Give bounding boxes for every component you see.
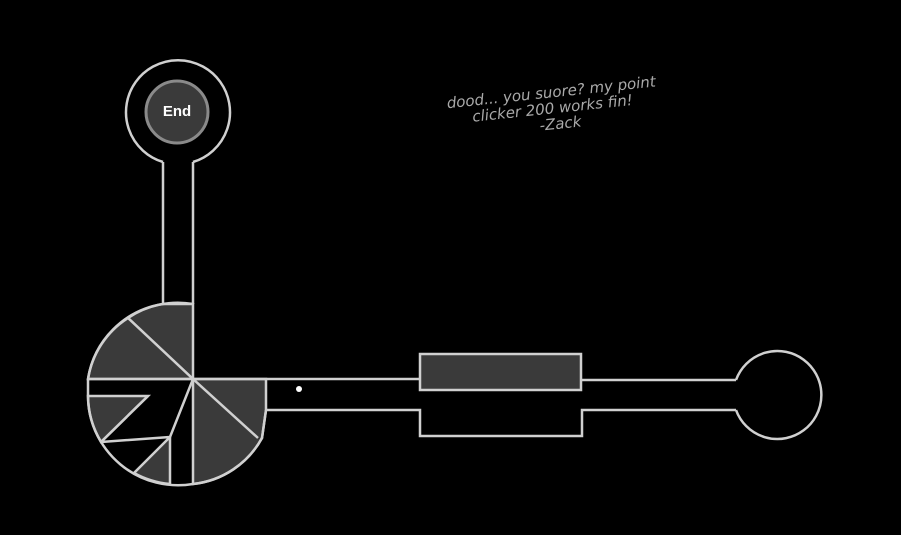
horizontal-corridor-walls: [266, 377, 736, 438]
end-ring: [124, 58, 232, 164]
pie-rim: [86, 302, 268, 487]
vertical-corridor: [161, 162, 195, 304]
pie-sector-right: [191, 377, 268, 486]
pie-divider-lines: [88, 377, 266, 444]
start-circle: [734, 349, 823, 441]
cursor-dot: [296, 386, 302, 392]
sliding-block: [418, 352, 583, 392]
end-button[interactable]: [144, 79, 210, 145]
pie-chamber: [86, 301, 268, 487]
